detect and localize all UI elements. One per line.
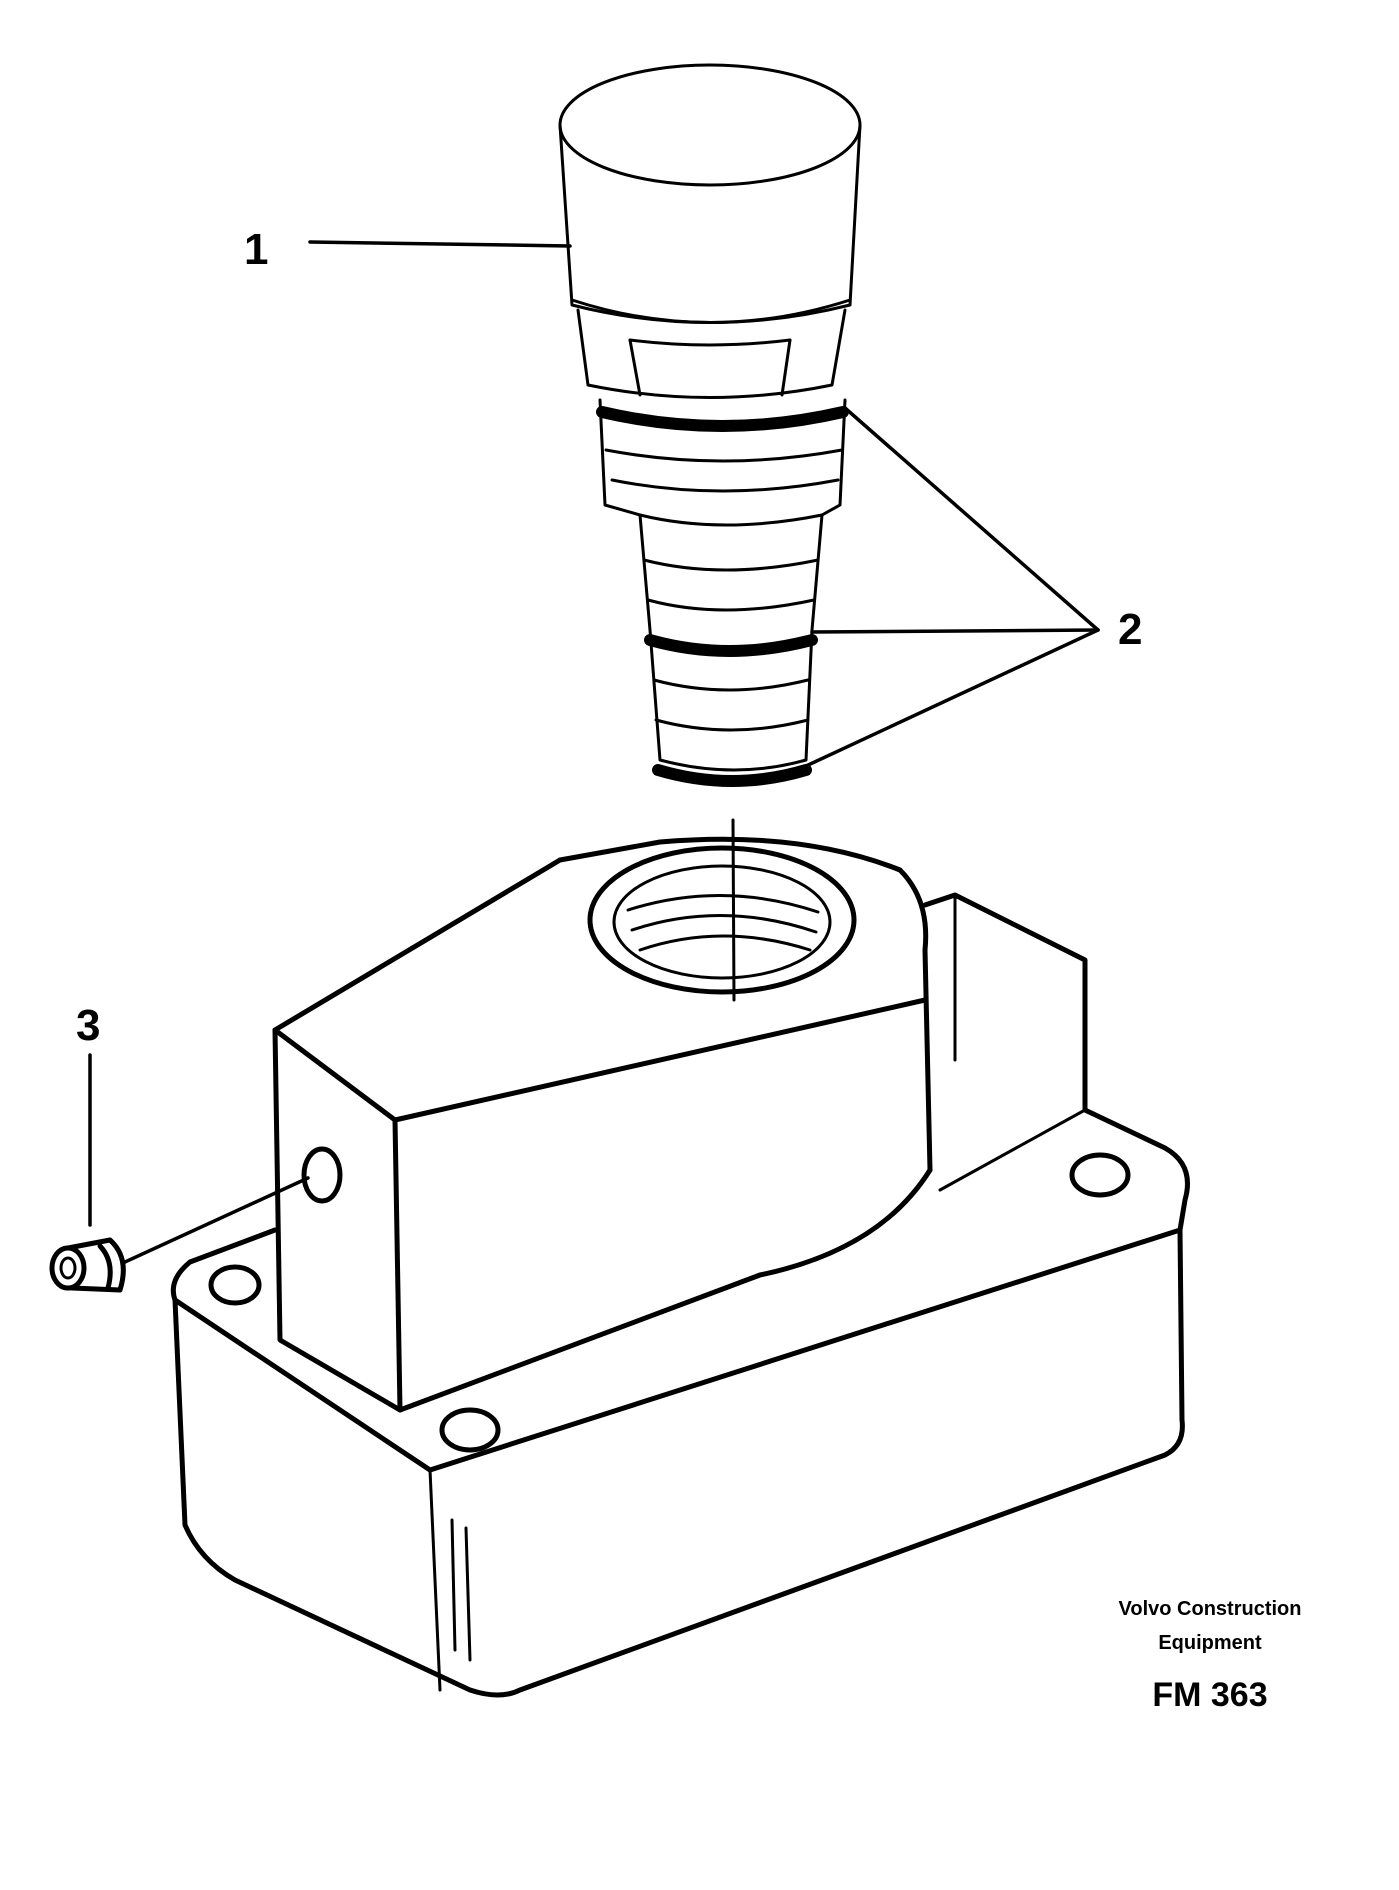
valve-cartridge: [558, 63, 862, 787]
assembly-line-3: [123, 1176, 310, 1264]
company-caption-line1: Volvo Construction: [1118, 1598, 1302, 1620]
leader-line-2-middle: [810, 628, 1100, 634]
company-caption: Volvo Construction Equipment: [1110, 1592, 1310, 1660]
callout-2: 2: [1118, 605, 1143, 654]
leader-line-1: [308, 240, 572, 248]
figure-code: FM 363: [1152, 1676, 1268, 1714]
callout-1: 1: [244, 225, 269, 274]
leader-line-2-upper: [843, 406, 1100, 632]
valve-housing: [272, 836, 1088, 1413]
company-caption-line2: Equipment: [1158, 1632, 1262, 1654]
plug-screw: [49, 1237, 126, 1293]
leader-line-2-lower: [804, 628, 1100, 768]
base-plate: [170, 1107, 1190, 1698]
callout-3: 3: [76, 1001, 101, 1050]
